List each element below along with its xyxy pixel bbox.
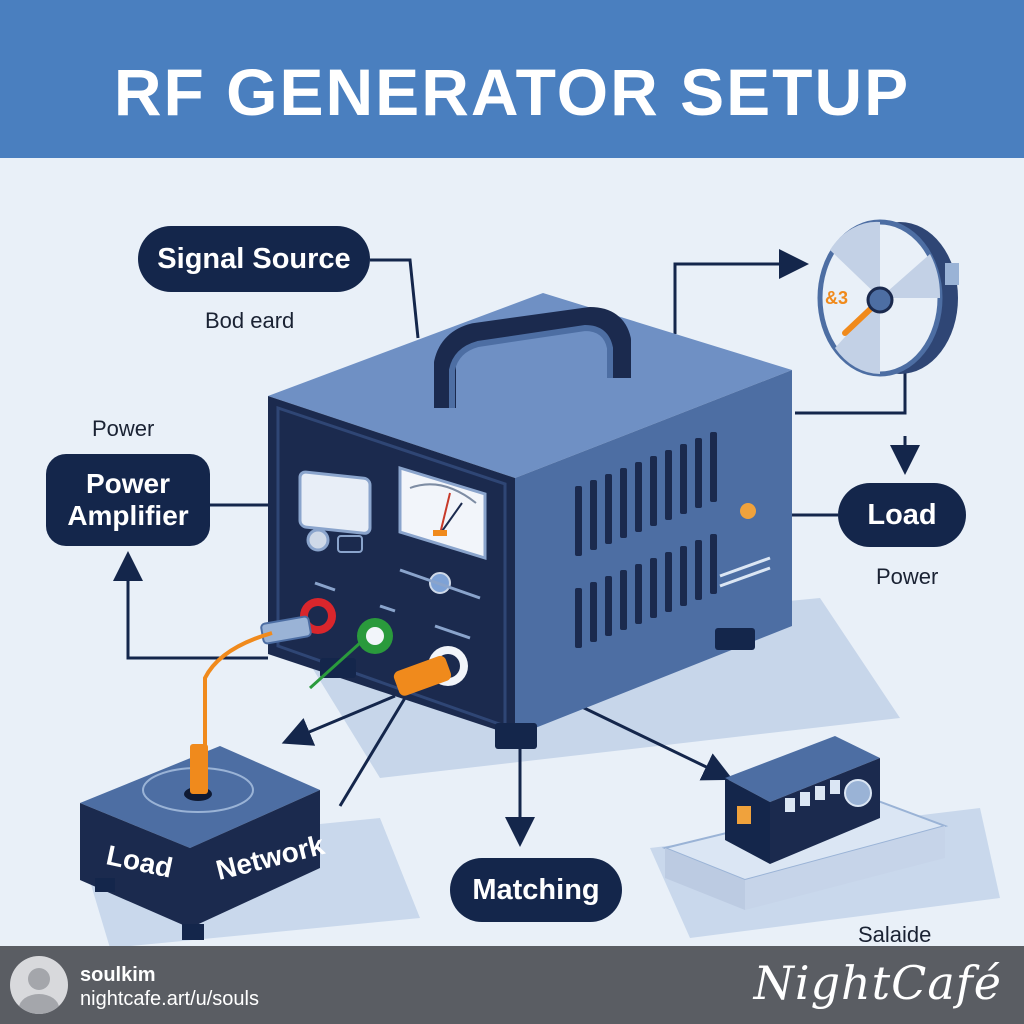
user-avatar-icon[interactable] [10,956,68,1014]
matching-label: Matching [472,873,600,906]
diagram-stage: &3 Signal Source Bod eard Power Power Am… [0,158,1024,947]
front-knob-small [306,528,330,552]
front-analog-meter [398,465,487,561]
load-network-box [80,744,320,940]
brand-logo: NightCafé [753,956,1002,1010]
gauge-output-connector [795,368,907,415]
profile-url[interactable]: nightcafe.art/u/souls [80,988,259,1010]
page-title: RF GENERATOR SETUP [113,55,911,129]
salaide-label: Salaide [858,922,932,947]
load-pill-label: Load [867,498,937,531]
bod-eard-label: Bod eard [205,308,295,333]
gauge-readout: &3 [825,288,848,308]
rf-generator-device [268,293,792,749]
load-pill: Load [838,483,966,547]
signal-source-label: Signal Source [157,242,351,275]
username[interactable]: soulkim [80,964,156,986]
amplifier-return-line [126,568,268,660]
sensor-arrow [579,704,734,781]
title-banner: RF GENERATOR SETUP [0,0,1024,158]
network-arrow [281,694,396,746]
load-network-connector [338,697,407,807]
power-amplifier-label-line1: Power [85,468,171,499]
power-amplifier-label-line2: Amplifier [67,500,189,531]
cables [203,615,452,748]
connector-lines [113,249,920,847]
gauge-input-arrow [673,249,809,334]
side-vents [575,432,717,648]
footer-bar: soulkim nightcafe.art/u/souls NightCafé [0,946,1024,1024]
matching-pill: Matching [450,858,622,922]
power-top-label: Power [92,416,155,441]
side-indicator-light [740,503,756,519]
signal-source-connector [370,258,420,339]
gauge-icon: &3 [817,219,959,377]
signal-source-pill: Signal Source [138,226,370,292]
sensor-device [661,736,949,910]
diagram-illustration: &3 [80,219,1000,946]
power-right-label: Power [876,564,939,589]
power-amplifier-pill: Power Amplifier [46,454,210,546]
